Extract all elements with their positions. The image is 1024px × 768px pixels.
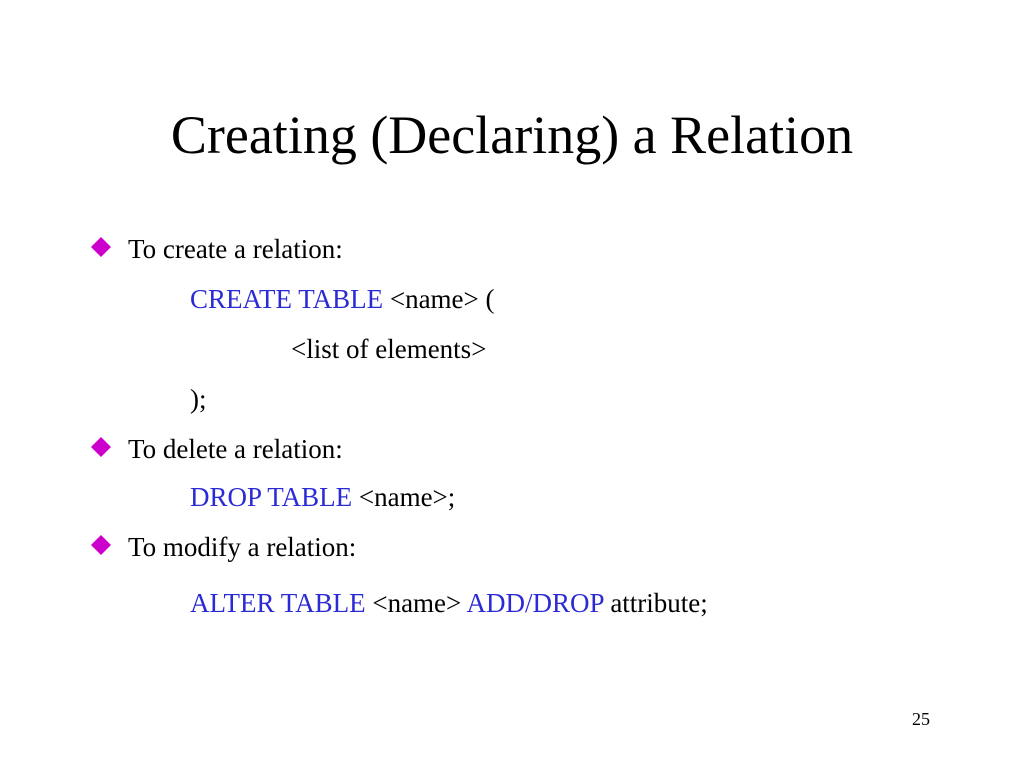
diamond-bullet-icon <box>90 534 112 556</box>
code-create-close: ); <box>190 384 207 414</box>
code-drop-table-line: DROP TABLE <name>; <box>190 480 455 514</box>
code-alter-table-line: ALTER TABLE <name> ADD/DROP attribute; <box>190 586 708 620</box>
keyword-create-table: CREATE TABLE <box>190 284 384 314</box>
bullet-modify-text: To modify a relation: <box>128 532 357 562</box>
keyword-add-drop: ADD/DROP <box>466 588 604 618</box>
code-drop-rest: <name>; <box>352 482 456 512</box>
code-create-rest: <name> ( <box>383 284 495 314</box>
diamond-bullet-icon <box>90 436 112 458</box>
diamond-bullet-icon <box>90 236 112 258</box>
code-create-table-line: CREATE TABLE <name> ( <box>190 282 495 316</box>
keyword-drop-table: DROP TABLE <box>190 482 353 512</box>
slide-title: Creating (Declaring) a Relation <box>170 105 854 165</box>
code-alter-mid: <name> <box>365 588 467 618</box>
code-alter-rest: attribute; <box>603 588 708 618</box>
keyword-alter-table: ALTER TABLE <box>190 588 366 618</box>
bullet-delete-text: To delete a relation: <box>128 434 343 464</box>
page-number: 25 <box>912 709 930 729</box>
code-list-of-elements: <list of elements> <box>291 334 487 364</box>
bullet-create-text: To create a relation: <box>128 234 343 264</box>
